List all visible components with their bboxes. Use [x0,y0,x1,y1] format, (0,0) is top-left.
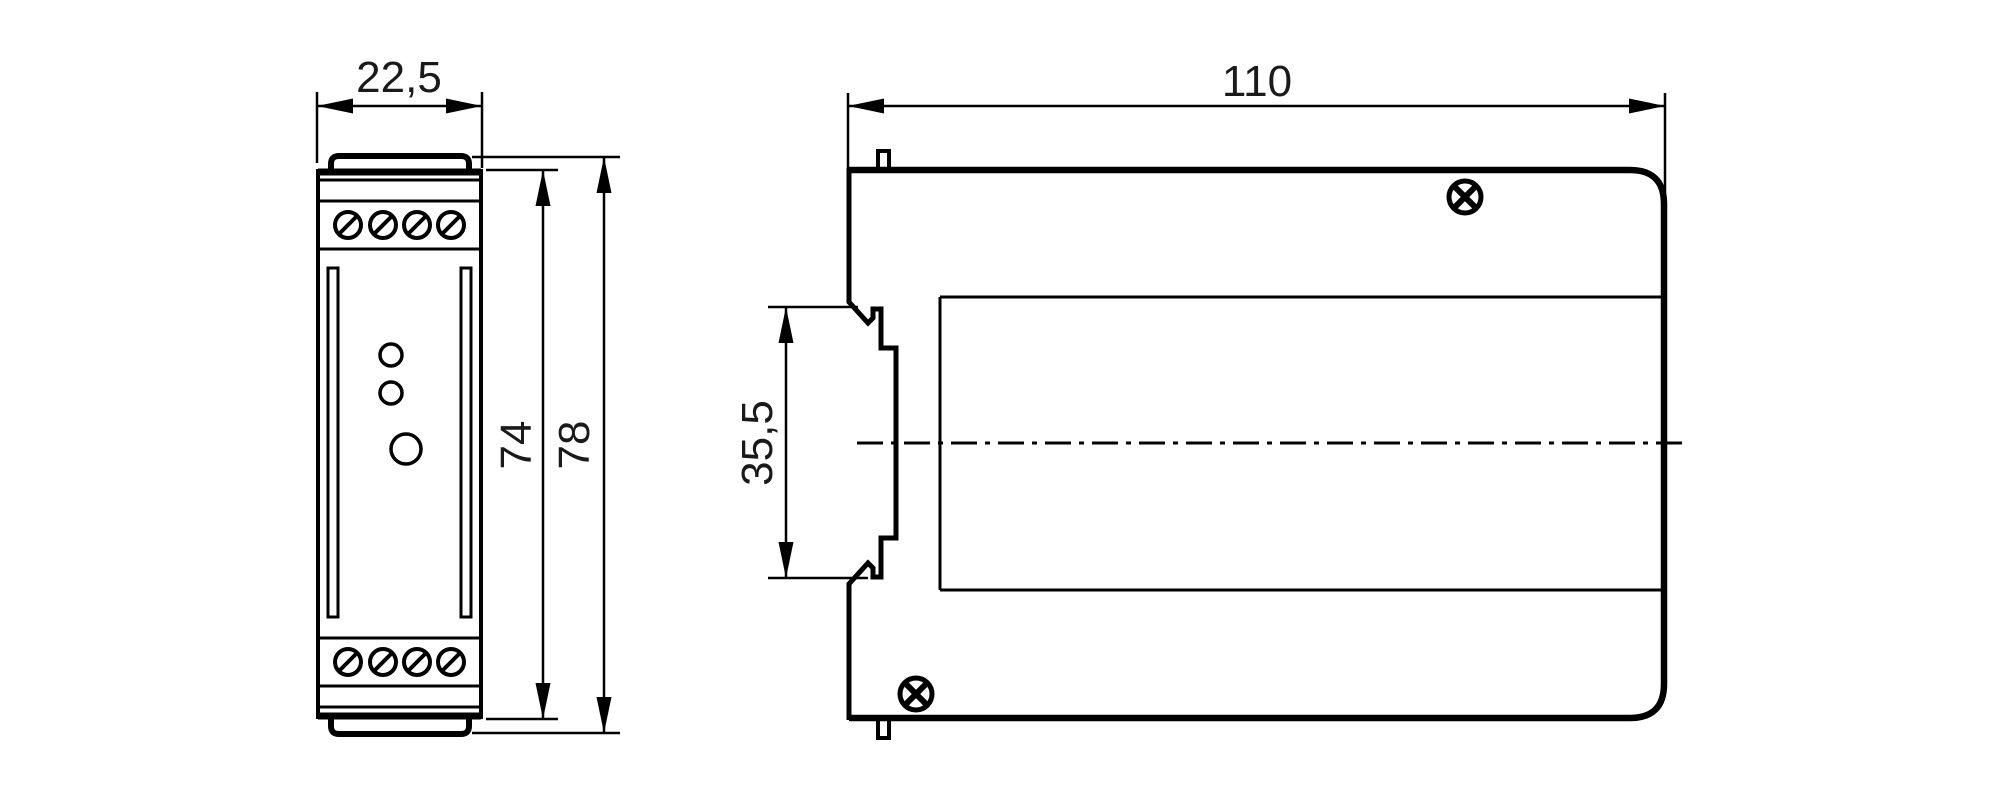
arrowhead-icon [778,307,794,343]
arrowhead-icon [596,697,612,733]
dimension-label: 78 [550,421,599,470]
dimension-label: 74 [492,421,541,470]
housing-tab [876,149,891,172]
arrowhead-icon [317,98,353,114]
terminal-screw-icon [402,647,432,677]
front-view [316,153,483,737]
front-body-outline [316,169,483,719]
arrowhead-icon [778,542,794,578]
arrowhead-icon [446,98,482,114]
front-bottom-cap [328,717,472,737]
terminal-row-bottom [333,647,466,677]
dimension-label: 22,5 [356,53,442,102]
front-plate-rail-left [326,266,340,619]
arrowhead-icon [596,157,612,193]
side-view [846,149,1684,740]
front-button-icon [389,432,423,466]
terminal-screw-icon [436,647,466,677]
screw-head-icon [897,675,935,713]
dimension-overall-height: 78 [472,155,620,735]
arrowhead-icon [535,170,551,206]
housing-tab [876,716,891,740]
front-top-cap [328,153,472,173]
led-indicator-icon [378,380,404,406]
terminal-screw-icon [436,210,466,240]
screw-head-icon [1446,178,1484,216]
terminal-screw-icon [402,210,432,240]
terminal-screw-icon [368,210,398,240]
terminal-screw-icon [333,210,363,240]
led-indicator-icon [378,342,404,368]
dimension-label: 35,5 [733,400,782,486]
dimension-label: 110 [1222,57,1292,106]
arrowhead-icon [1629,98,1665,114]
dimension-body-height: 74 [486,168,558,721]
dimension-overall-depth: 110 [846,57,1667,212]
arrowhead-icon [848,98,884,114]
terminal-screw-icon [368,647,398,677]
dimension-overall-width: 22,5 [315,53,484,168]
arrowhead-icon [535,683,551,719]
dimension-din-rail-recess-height: 35,5 [733,305,868,580]
terminal-screw-icon [333,647,363,677]
front-plate-rail-right [459,266,473,619]
terminal-row-top [333,210,466,240]
